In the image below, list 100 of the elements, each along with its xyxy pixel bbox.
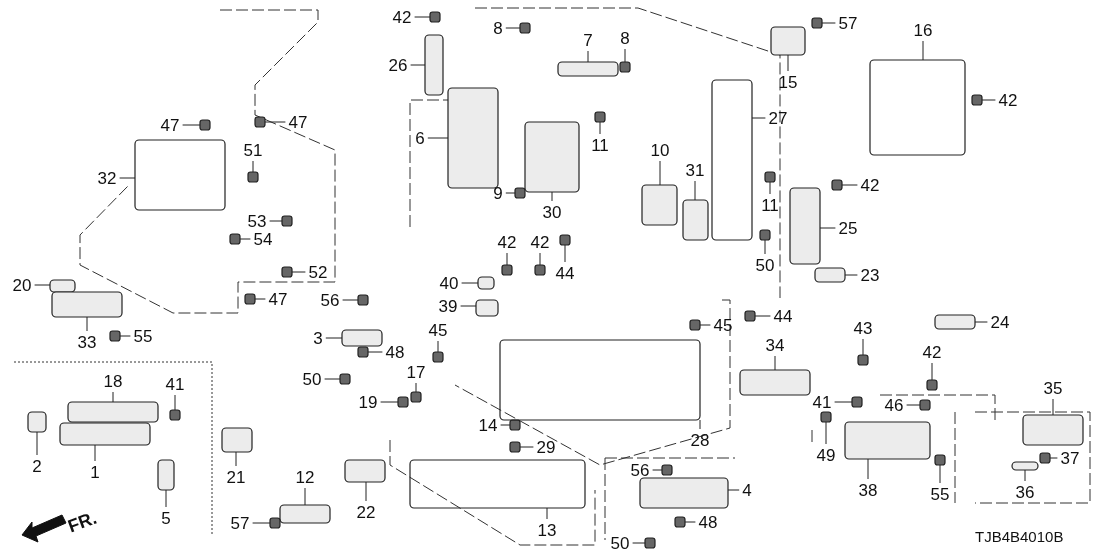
callout-number: 17 <box>406 363 426 381</box>
fastener-drawing <box>244 293 256 305</box>
callout-number: 51 <box>243 141 263 159</box>
leader-line <box>844 274 858 276</box>
fastener-drawing <box>509 441 521 453</box>
leader-line <box>365 481 367 502</box>
fastener-drawing <box>247 171 259 183</box>
leader-line <box>239 238 251 240</box>
tray-lid-drawing <box>67 401 159 423</box>
callout-number: 27 <box>768 109 788 127</box>
callout-number: 47 <box>288 113 308 131</box>
callout-number: 48 <box>385 343 405 361</box>
callout-number: 19 <box>358 393 378 411</box>
leader-line <box>1052 398 1054 416</box>
leader-line <box>410 64 426 66</box>
callout-number: 35 <box>1043 379 1063 397</box>
fastener-drawing <box>432 351 444 363</box>
callout-number: 21 <box>226 468 246 486</box>
cushion-pan-drawing <box>409 459 586 509</box>
leader-line <box>694 180 696 201</box>
callout-number: 56 <box>320 291 340 309</box>
switch-knob-drawing <box>1011 461 1039 471</box>
callout-number: 2 <box>32 457 42 475</box>
leader-line <box>112 391 114 403</box>
leader-line <box>699 324 711 326</box>
callout-number: 3 <box>313 329 323 347</box>
wire-harness-drawing <box>134 139 226 211</box>
leader-line <box>1024 469 1026 482</box>
leader-line <box>539 252 541 266</box>
leader-line <box>414 16 431 18</box>
leader-line <box>34 284 51 286</box>
tray-drawing <box>59 422 151 446</box>
leader-line <box>546 507 548 520</box>
callout-number: 29 <box>536 438 556 456</box>
leader-line <box>460 305 477 307</box>
callout-number: 33 <box>77 333 97 351</box>
leader-line <box>599 121 601 135</box>
fastener-drawing <box>644 537 656 549</box>
leader-line <box>342 299 359 301</box>
seat-cushion-frame-drawing <box>499 339 701 421</box>
callout-number: 50 <box>610 534 630 552</box>
callout-number: 54 <box>253 230 273 248</box>
callout-number: 40 <box>439 274 459 292</box>
callout-number: 22 <box>356 503 376 521</box>
fastener-drawing <box>514 187 526 199</box>
leader-line <box>931 362 933 381</box>
callout-number: 1 <box>90 463 100 481</box>
callout-number: 45 <box>713 316 733 334</box>
fastener-drawing <box>229 233 241 245</box>
leader-line <box>751 117 766 119</box>
callout-number: 53 <box>247 212 267 230</box>
leader-line <box>632 542 646 544</box>
leader-line <box>505 27 521 29</box>
leader-line <box>922 40 924 61</box>
recliner-drawing <box>682 199 709 241</box>
leader-line <box>94 444 96 462</box>
callout-number: 44 <box>773 307 793 325</box>
direction-label: FR. <box>65 507 100 538</box>
leader-line <box>684 521 696 523</box>
leader-line <box>551 191 553 202</box>
trim-drawing <box>341 329 383 347</box>
callout-number: 50 <box>302 370 322 388</box>
callout-number: 44 <box>555 264 575 282</box>
leader-line <box>252 522 271 524</box>
fastener-drawing <box>199 119 211 131</box>
drawing-code: TJB4B4010B <box>975 528 1064 545</box>
seat-back-trim-drawing <box>869 59 966 156</box>
callout-number: 14 <box>478 416 498 434</box>
callout-number: 50 <box>755 256 775 274</box>
cover-drawing <box>221 427 253 453</box>
callout-number: 24 <box>990 313 1010 331</box>
hook-cover-drawing <box>157 459 175 491</box>
callout-number: 39 <box>438 297 458 315</box>
callout-number: 10 <box>650 141 670 159</box>
cover-drawing <box>344 459 386 483</box>
leader-line <box>699 419 701 430</box>
callout-number: 48 <box>698 513 718 531</box>
cover-drawing <box>814 267 846 283</box>
wire-drawing <box>557 61 619 77</box>
callout-number: 11 <box>761 196 779 214</box>
callout-number: 8 <box>620 29 630 47</box>
side-cover-drawing <box>789 187 821 265</box>
leader-line <box>834 401 853 403</box>
leader-line <box>269 220 283 222</box>
callout-number: 47 <box>160 116 180 134</box>
leader-line <box>437 340 439 353</box>
callout-number: 34 <box>765 336 785 354</box>
fastener-drawing <box>169 409 181 421</box>
leader-line <box>380 401 399 403</box>
leader-line <box>819 227 836 229</box>
callout-number: 56 <box>630 461 650 479</box>
callout-number: 46 <box>884 396 904 414</box>
leader-line <box>119 177 136 179</box>
leader-line <box>862 338 864 356</box>
fastener-drawing <box>519 22 531 34</box>
leader-line <box>506 252 508 266</box>
leader-line <box>587 50 589 63</box>
cover-drawing <box>475 299 499 317</box>
leader-line <box>774 355 776 371</box>
callout-number: 18 <box>103 372 123 390</box>
